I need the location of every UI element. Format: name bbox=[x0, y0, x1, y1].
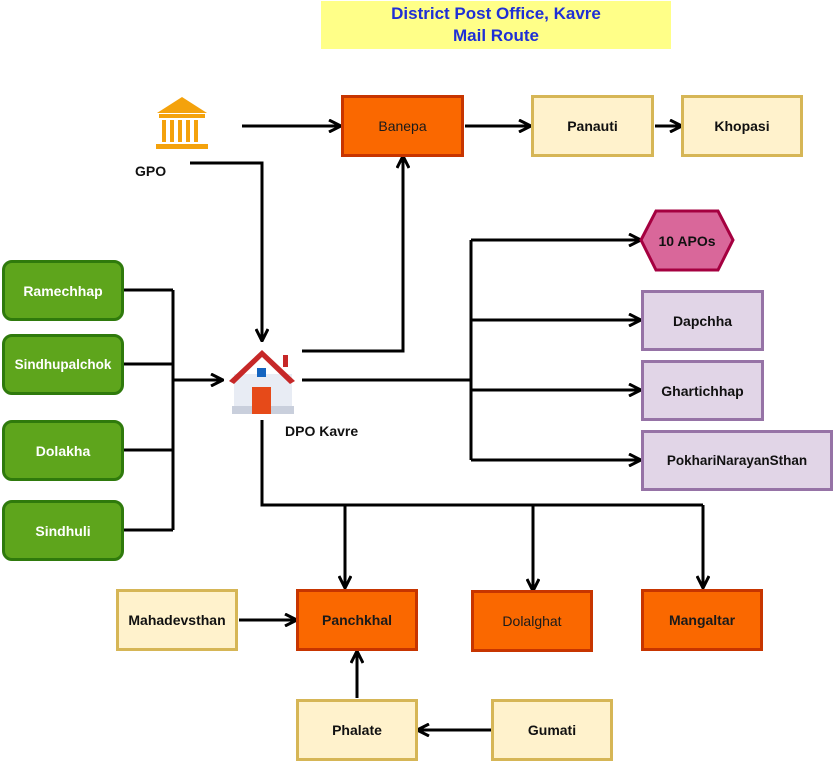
node-gumati[interactable]: Gumati bbox=[491, 699, 613, 761]
apos-hexagon bbox=[639, 209, 735, 272]
node-banepa[interactable]: Banepa bbox=[341, 95, 464, 157]
edge-dpo-down bbox=[260, 420, 703, 507]
diagram-title: District Post Office, Kavre Mail Route bbox=[321, 1, 671, 49]
node-dapchha[interactable]: Dapchha bbox=[641, 290, 764, 351]
node-ghartichhap[interactable]: Ghartichhap bbox=[641, 360, 764, 421]
edge-gpo-dpo bbox=[190, 161, 262, 340]
node-mahadevsthan[interactable]: Mahadevsthan bbox=[116, 589, 238, 651]
node-dolalghat[interactable]: Dolalghat bbox=[471, 590, 593, 652]
node-ramechhap[interactable]: Ramechhap bbox=[2, 260, 124, 321]
node-10-apos[interactable]: 10 APOs bbox=[658, 232, 716, 249]
bank-building-icon bbox=[156, 97, 208, 149]
title-line-2: Mail Route bbox=[453, 26, 539, 45]
house-icon bbox=[229, 350, 295, 414]
node-panauti[interactable]: Panauti bbox=[531, 95, 654, 157]
node-khopasi[interactable]: Khopasi bbox=[681, 95, 803, 157]
node-sindhuli[interactable]: Sindhuli bbox=[2, 500, 124, 561]
node-phalate[interactable]: Phalate bbox=[296, 699, 418, 761]
title-line-1: District Post Office, Kavre bbox=[391, 4, 601, 23]
node-sindhupalchok[interactable]: Sindhupalchok bbox=[2, 334, 124, 395]
node-mangaltar[interactable]: Mangaltar bbox=[641, 589, 763, 651]
dpo-label: DPO Kavre bbox=[285, 423, 359, 439]
node-pokharinarayansthan[interactable]: PokhariNarayanSthan bbox=[641, 430, 833, 491]
edge-dpo-banepa bbox=[302, 157, 403, 353]
node-panchkhal[interactable]: Panchkhal bbox=[296, 589, 418, 651]
node-dolakha[interactable]: Dolakha bbox=[2, 420, 124, 481]
edges bbox=[124, 126, 703, 730]
gpo-label: GPO bbox=[135, 163, 167, 179]
